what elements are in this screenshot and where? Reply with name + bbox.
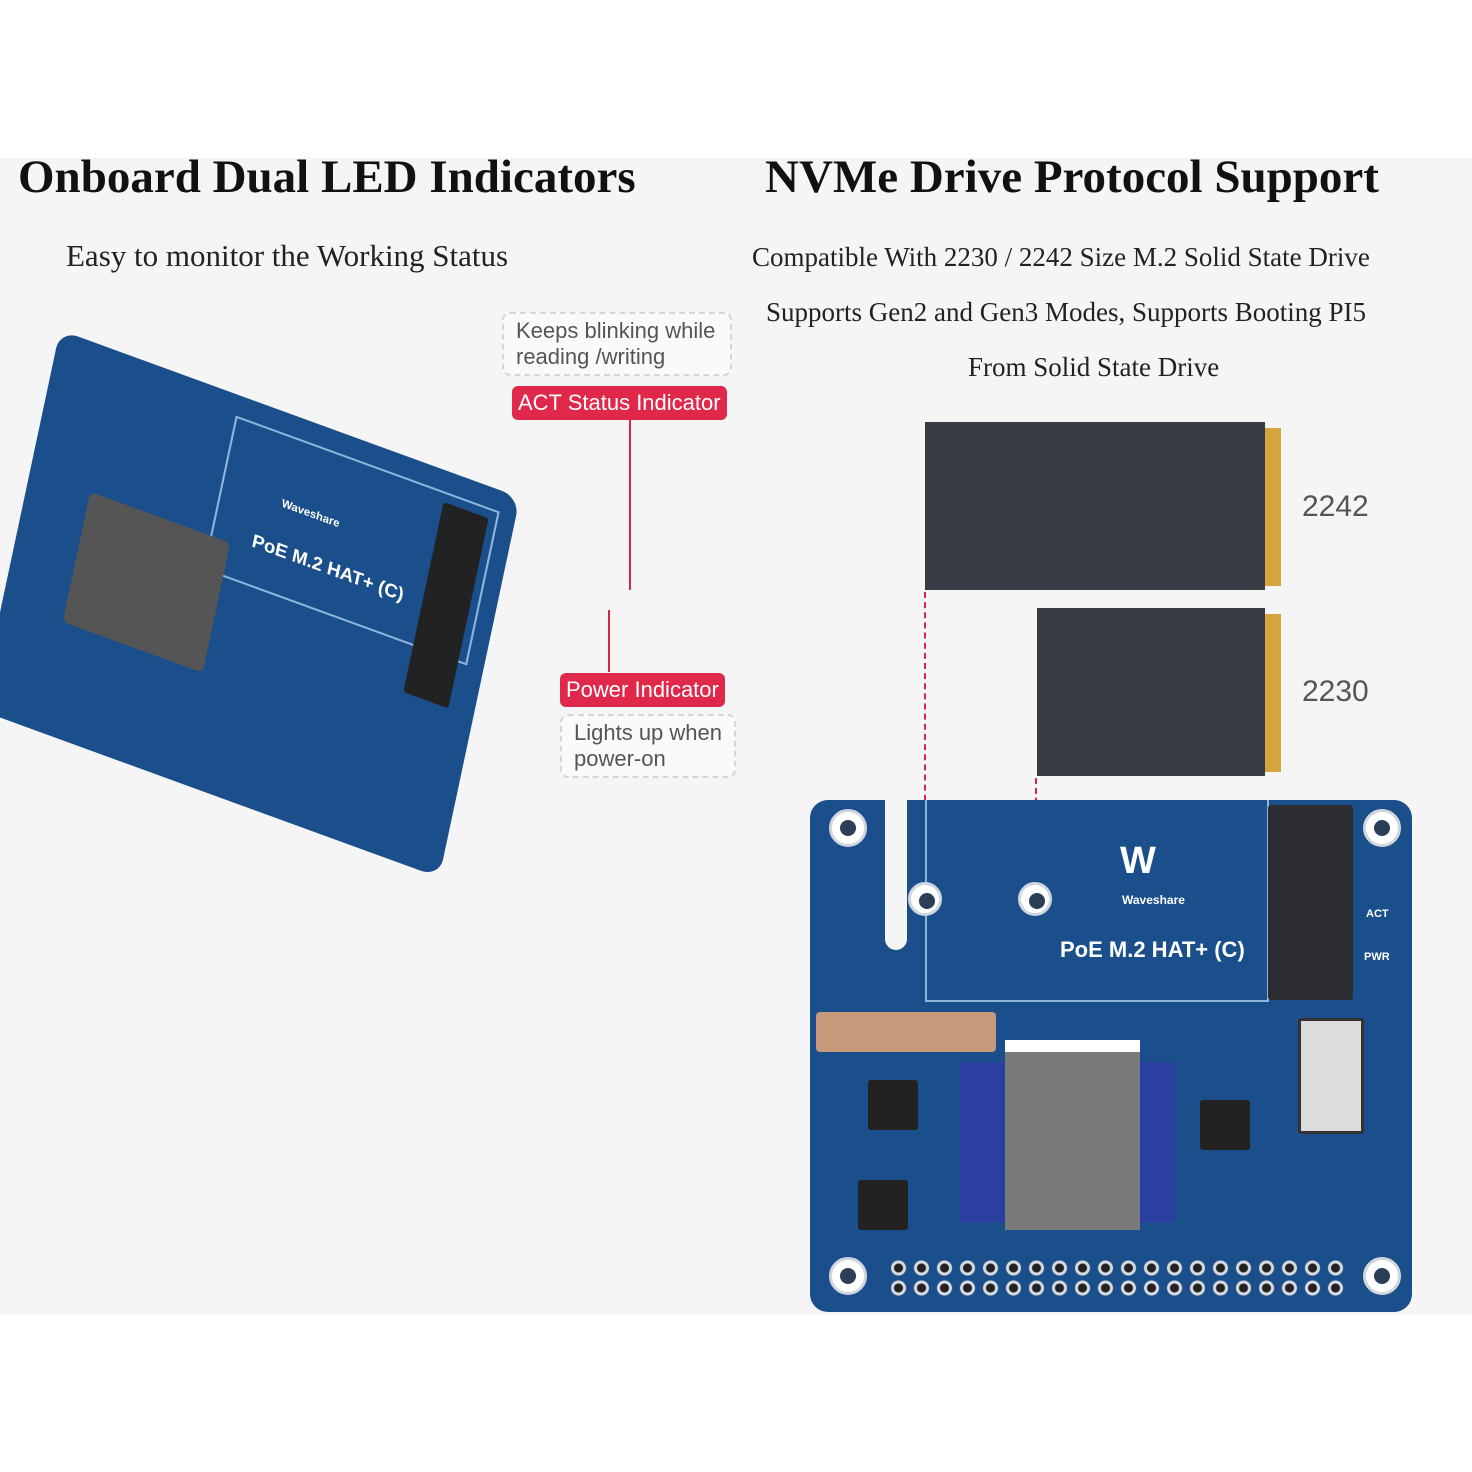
act-leader-line — [629, 420, 631, 590]
mount-hole — [1363, 1257, 1401, 1295]
standoff-2230 — [1018, 882, 1052, 916]
compat-line: Compatible With 2230 / 2242 Size M.2 Sol… — [752, 242, 1370, 272]
transformer-base — [1140, 1062, 1175, 1222]
right-board-label: PoE M.2 HAT+ (C) — [1060, 937, 1245, 962]
right-title: NVMe Drive Protocol Support — [765, 151, 1379, 203]
pwr-led-label: PWR — [1364, 951, 1390, 963]
capacitor-row — [816, 1012, 996, 1052]
boot-line: From Solid State Drive — [968, 352, 1220, 382]
board-notch — [885, 800, 907, 950]
mount-hole — [1363, 809, 1401, 847]
gpio-header — [887, 1258, 1347, 1298]
left-title: Onboard Dual LED Indicators — [18, 151, 636, 203]
standoff-2242 — [908, 882, 942, 916]
power-indicator-label: Power Indicator — [560, 673, 725, 707]
ic-chip — [868, 1080, 918, 1130]
waveshare-logo: W — [1120, 840, 1156, 882]
size-2230: 2230 — [1302, 675, 1369, 708]
transformer-base — [960, 1062, 1005, 1222]
guide-2242 — [924, 592, 926, 892]
power-note: Lights up when power-on — [560, 714, 736, 778]
ic-chip — [1200, 1100, 1250, 1150]
mount-hole — [829, 809, 867, 847]
act-led-label: ACT — [1366, 908, 1389, 920]
ssd-2242-contacts — [1265, 428, 1281, 586]
right-board-brand: Waveshare — [1122, 893, 1185, 907]
ic-chip — [858, 1180, 908, 1230]
m2-connector — [1268, 805, 1353, 1000]
act-status-label: ACT Status Indicator — [512, 386, 727, 420]
size-2242: 2242 — [1302, 490, 1369, 523]
pwr-leader-line — [608, 610, 610, 672]
transformer — [1005, 1052, 1140, 1230]
ssd-mount-area — [925, 800, 1269, 1002]
fpc-connector — [1298, 1018, 1364, 1134]
gen-line: Supports Gen2 and Gen3 Modes, Supports B… — [766, 297, 1366, 327]
left-subtitle: Easy to monitor the Working Status — [66, 238, 509, 273]
mount-hole — [829, 1257, 867, 1295]
ssd-2242 — [925, 422, 1265, 590]
act-note: Keeps blinking while reading /writing — [502, 312, 732, 376]
ssd-2230-contacts — [1265, 614, 1281, 772]
ssd-2230 — [1037, 608, 1265, 776]
